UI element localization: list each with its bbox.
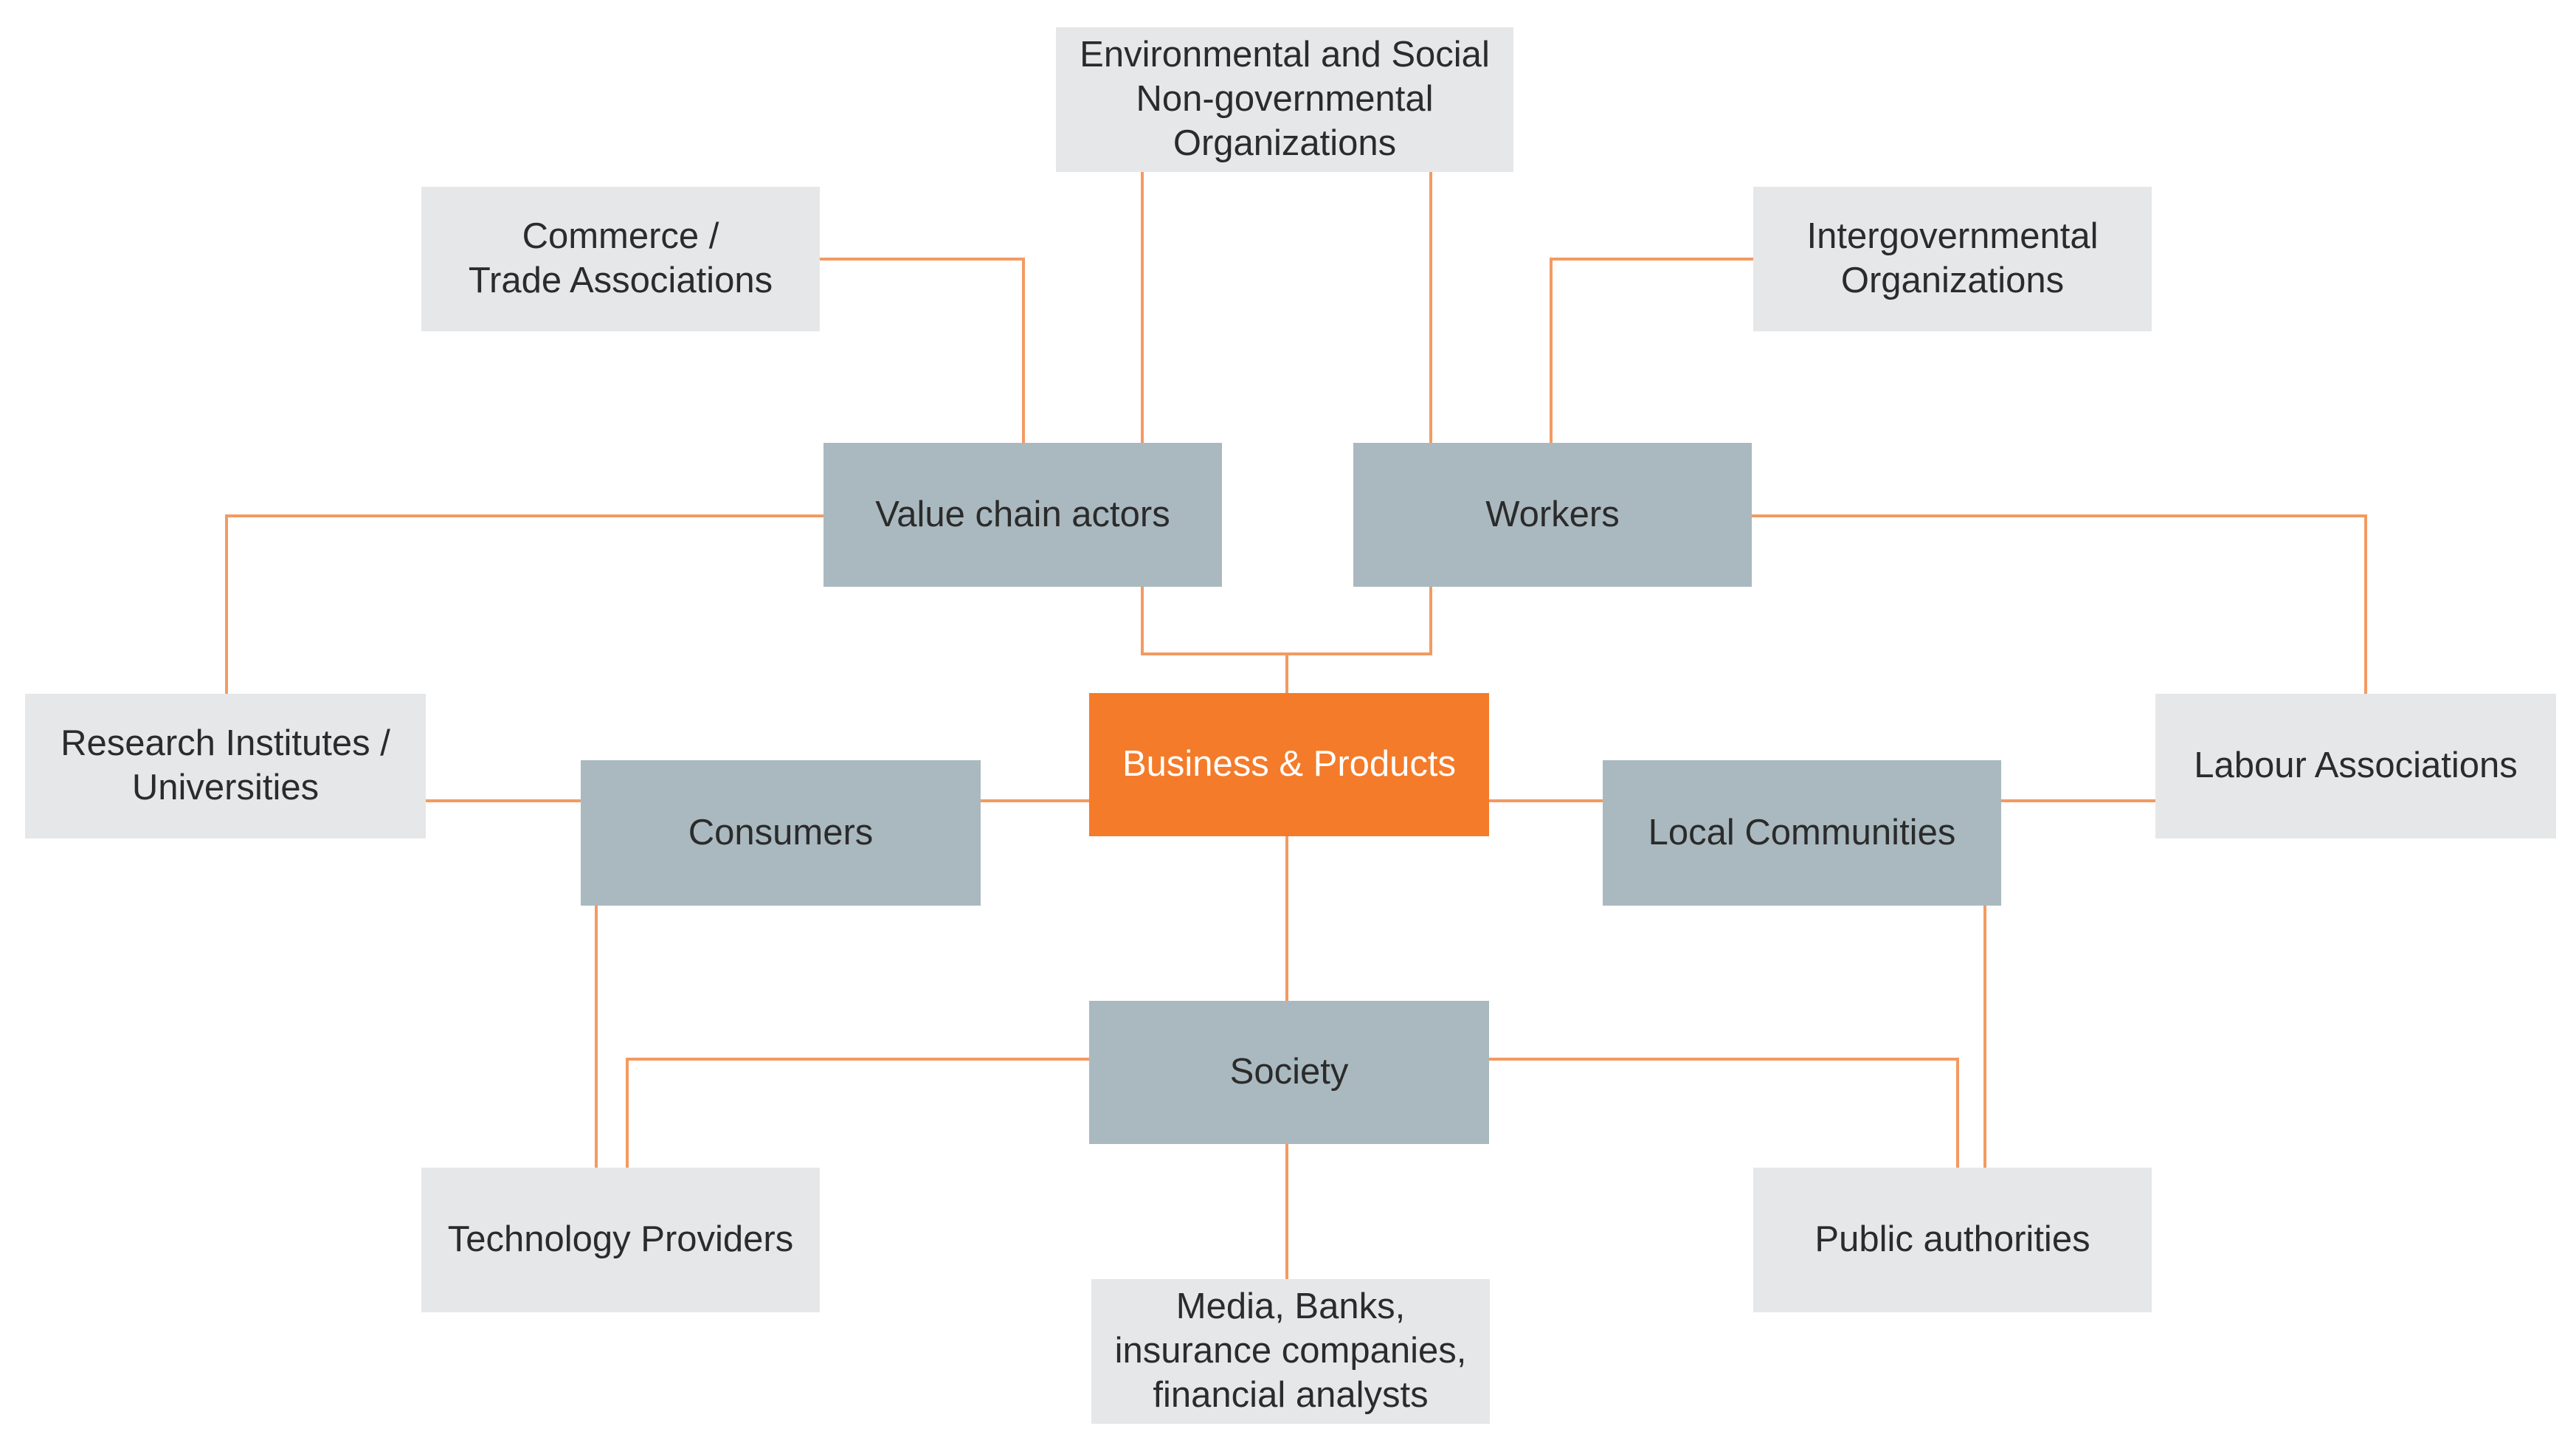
node-value-chain-actors: Value chain actors <box>823 443 1222 587</box>
node-business-products: Business & Products <box>1089 693 1489 836</box>
node-local-communities: Local Communities <box>1603 760 2001 906</box>
node-consumers: Consumers <box>581 760 981 906</box>
node-labour-associations: Labour Associations <box>2155 694 2556 838</box>
node-labour-associations-label: Labour Associations <box>2194 745 2518 786</box>
node-intergovernmental: Intergovernmental Organizations <box>1753 187 2152 331</box>
connector-commerce-to-value-chain <box>820 258 1025 443</box>
node-value-chain-actors-label: Value chain actors <box>875 494 1170 534</box>
node-business-products-label: Business & Products <box>1122 744 1457 785</box>
node-technology-providers: Technology Providers <box>421 1168 820 1312</box>
connector-society-to-technology <box>626 1058 1089 1168</box>
node-commerce-trade-label: Commerce / Trade Associations <box>468 216 773 300</box>
node-env-social-ngos: Environmental and Social Non-governmenta… <box>1056 27 1513 172</box>
connector-intergov-to-workers <box>1550 258 1753 443</box>
node-public-authorities-label: Public authorities <box>1814 1219 2090 1260</box>
node-intergovernmental-label: Intergovernmental Organizations <box>1806 216 2099 300</box>
node-local-communities-label: Local Communities <box>1648 812 1956 852</box>
node-media-banks-label: Media, Banks, insurance companies, finan… <box>1114 1286 1467 1415</box>
connector-society-to-public <box>1489 1058 1959 1168</box>
connector-value-chain-to-research <box>225 514 823 694</box>
node-public-authorities: Public authorities <box>1753 1168 2152 1312</box>
node-research-institutes-label: Research Institutes / Universities <box>61 723 390 807</box>
node-env-social-ngos-label: Environmental and Social Non-governmenta… <box>1080 35 1490 163</box>
node-media-banks: Media, Banks, insurance companies, finan… <box>1091 1279 1490 1424</box>
connector-workers-to-labour <box>1752 514 2367 694</box>
node-research-institutes: Research Institutes / Universities <box>25 694 426 838</box>
node-workers: Workers <box>1353 443 1752 587</box>
node-workers-label: Workers <box>1485 494 1620 534</box>
node-commerce-trade: Commerce / Trade Associations <box>421 187 820 331</box>
node-consumers-label: Consumers <box>688 812 874 852</box>
node-society: Society <box>1089 1001 1489 1144</box>
connector-value-chain-to-business <box>1141 587 1432 655</box>
node-society-label: Society <box>1229 1052 1349 1092</box>
node-technology-providers-label: Technology Providers <box>447 1219 794 1260</box>
